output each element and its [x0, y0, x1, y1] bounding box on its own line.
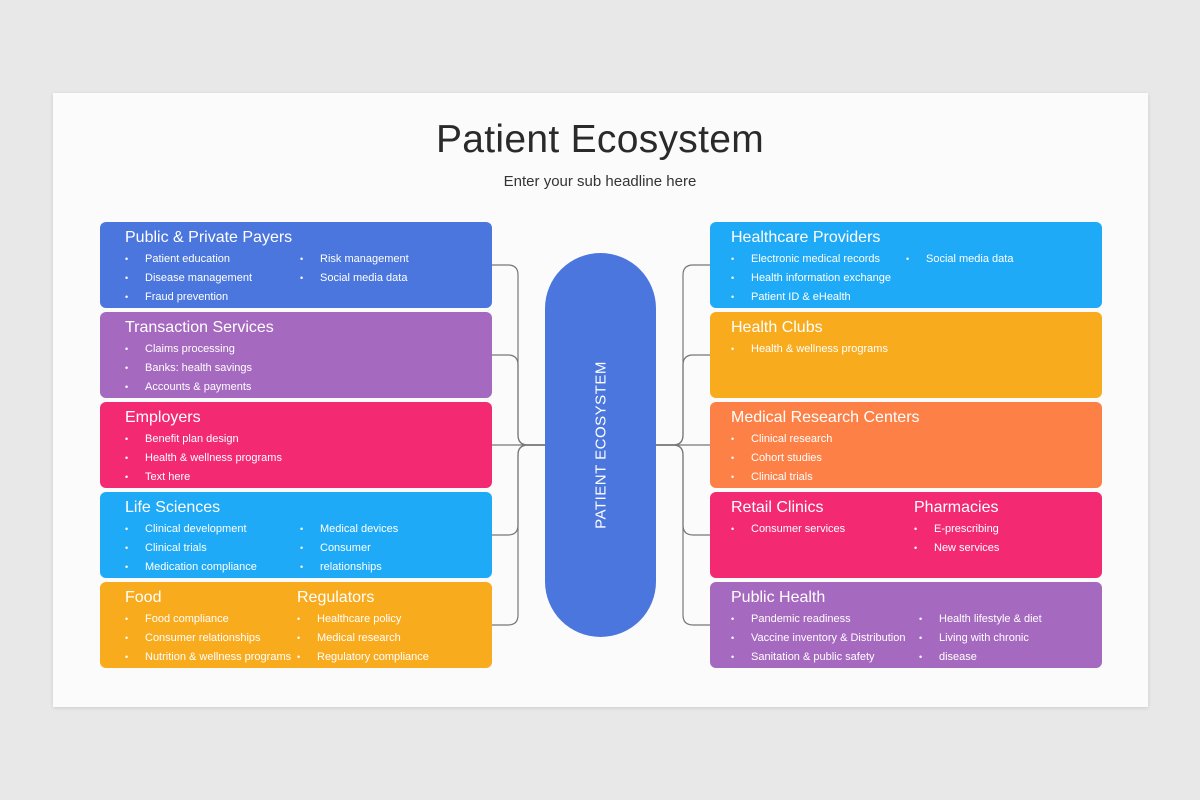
card-item: Clinical trials	[731, 468, 832, 487]
card-item: Regulatory compliance	[297, 648, 429, 667]
right-card: Healthcare ProvidersElectronic medical r…	[710, 222, 1102, 308]
card-item: Health information exchange	[731, 269, 891, 288]
card-item-list: Electronic medical recordsHealth informa…	[731, 250, 891, 307]
card-item-list: Consumer services	[731, 520, 845, 539]
card-title: Medical Research Centers	[731, 409, 920, 426]
card-item-list: Healthcare policyMedical researchRegulat…	[297, 610, 429, 667]
card-item: Claims processing	[125, 340, 252, 359]
card-item: Risk management	[300, 250, 409, 269]
card-title: Regulators	[297, 589, 375, 606]
right-card: Public HealthPandemic readinessVaccine i…	[710, 582, 1102, 668]
card-item: Text here	[125, 468, 282, 487]
left-card: FoodFood complianceConsumer relationship…	[100, 582, 492, 668]
card-item-list: Claims processingBanks: health savingsAc…	[125, 340, 252, 397]
center-hub-label: PATIENT ECOSYSTEM	[592, 361, 610, 529]
card-item: E-prescribing	[914, 520, 999, 539]
card-item: Consumer relationships	[125, 629, 291, 648]
card-title: Life Sciences	[125, 499, 221, 516]
card-item: Electronic medical records	[731, 250, 891, 269]
card-title: Food	[125, 589, 162, 606]
card-item: Patient education	[125, 250, 252, 269]
card-item: Medical research	[297, 629, 429, 648]
left-card: Transaction ServicesClaims processingBan…	[100, 312, 492, 398]
card-item: Medication compliance	[125, 558, 257, 577]
card-item: Clinical research	[731, 430, 832, 449]
card-item: New services	[914, 539, 999, 558]
card-item-list: Health & wellness programs	[731, 340, 888, 359]
card-item: Healthcare policy	[297, 610, 429, 629]
card-title: Public & Private Payers	[125, 229, 293, 246]
card-item-list: Clinical developmentClinical trialsMedic…	[125, 520, 257, 577]
card-item: Food compliance	[125, 610, 291, 629]
card-item-list: Risk managementSocial media data	[300, 250, 409, 288]
left-card: Public & Private PayersPatient education…	[100, 222, 492, 308]
card-item: Health lifestyle & diet	[919, 610, 1042, 629]
card-item-list: Social media data	[906, 250, 1013, 269]
card-item: Disease management	[125, 269, 252, 288]
right-card: Retail ClinicsConsumer services Pharmacie…	[710, 492, 1102, 578]
card-item-list: Patient educationDisease managementFraud…	[125, 250, 252, 307]
card-item: Benefit plan design	[125, 430, 282, 449]
card-item: Cohort studies	[731, 449, 832, 468]
card-item: Consumer	[300, 539, 398, 558]
left-card: Life SciencesClinical developmentClinica…	[100, 492, 492, 578]
card-item: Health & wellness programs	[731, 340, 888, 359]
connector-line	[492, 444, 545, 626]
card-item-list: E-prescribingNew services	[914, 520, 999, 558]
card-item: Patient ID & eHealth	[731, 288, 891, 307]
card-item: Social media data	[906, 250, 1013, 269]
card-item-list: Clinical researchCohort studiesClinical …	[731, 430, 832, 487]
card-item-list: Medical devicesConsumerrelationships	[300, 520, 398, 577]
card-title: Pharmacies	[914, 499, 999, 516]
card-title: Healthcare Providers	[731, 229, 881, 246]
connector-line	[656, 354, 710, 446]
card-item: Vaccine inventory & Distribution	[731, 629, 905, 648]
card-item: Accounts & payments	[125, 378, 252, 397]
card-title: Health Clubs	[731, 319, 823, 336]
card-item: Health & wellness programs	[125, 449, 282, 468]
card-item: Pandemic readiness	[731, 610, 905, 629]
card-title: Retail Clinics	[731, 499, 824, 516]
right-card: Health ClubsHealth & wellness programs	[710, 312, 1102, 398]
card-item: Consumer services	[731, 520, 845, 539]
left-card: EmployersBenefit plan designHealth & wel…	[100, 402, 492, 488]
center-hub	[545, 253, 656, 637]
card-item: Medical devices	[300, 520, 398, 539]
card-title: Public Health	[731, 589, 826, 606]
card-item: Fraud prevention	[125, 288, 252, 307]
card-item: Clinical development	[125, 520, 257, 539]
card-title: Employers	[125, 409, 201, 426]
card-item: relationships	[300, 558, 398, 577]
card-item: Clinical trials	[125, 539, 257, 558]
page-title: Patient Ecosystem	[435, 118, 765, 161]
card-item: Sanitation & public safety	[731, 648, 905, 667]
card-item: Living with chronic	[919, 629, 1042, 648]
connector-line	[492, 354, 545, 446]
card-item: Banks: health savings	[125, 359, 252, 378]
card-item-list: Food complianceConsumer relationshipsNut…	[125, 610, 291, 667]
card-item-list: Health lifestyle & dietLiving with chron…	[919, 610, 1042, 667]
connector-line	[656, 444, 710, 626]
card-item: Social media data	[300, 269, 409, 288]
card-item-list: Pandemic readinessVaccine inventory & Di…	[731, 610, 905, 667]
right-card: Medical Research CentersClinical researc…	[710, 402, 1102, 488]
card-item: disease	[919, 648, 1042, 667]
card-item-list: Benefit plan designHealth & wellness pro…	[125, 430, 282, 487]
card-title: Transaction Services	[125, 319, 274, 336]
card-item: Nutrition & wellness programs	[125, 648, 291, 667]
page-subtitle: Enter your sub headline here	[503, 173, 697, 190]
